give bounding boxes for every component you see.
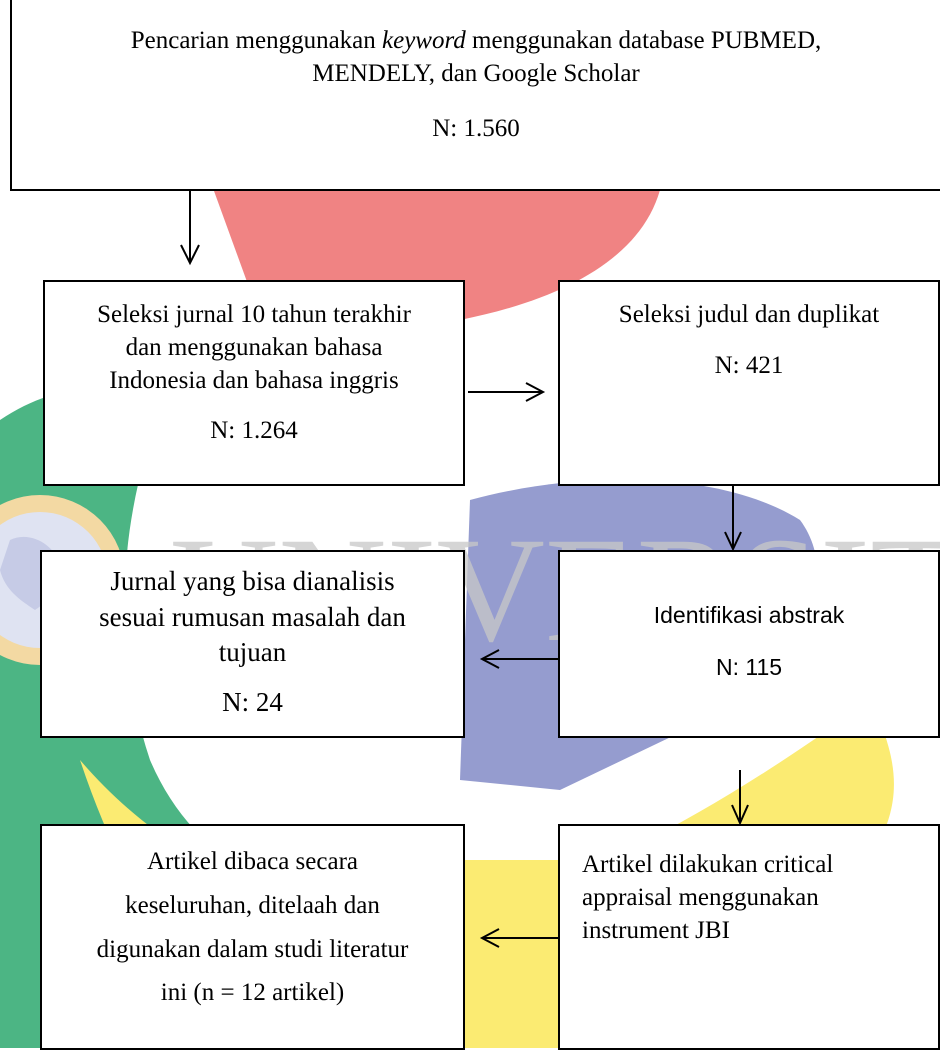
year-language-line-3: Indonesia dan bahasa inggris: [109, 367, 399, 394]
year-language-box: Seleksi jurnal 10 tahun terakhir dan men…: [43, 280, 465, 486]
final-line-4: ini (n = 12 artikel): [160, 979, 345, 1007]
analyzable-count: N: 24: [222, 686, 283, 717]
final-line-2: keseluruhan, ditelaah dan: [125, 891, 380, 919]
final-line-1: Artikel dibaca secara: [147, 848, 358, 875]
appraisal-line-3: instrument JBI: [582, 917, 730, 944]
analyzable-box: Jurnal yang bisa dianalisis sesuai rumus…: [40, 550, 465, 738]
watermark-yellow-pillar: [460, 860, 580, 1048]
search-count: N: 1.560: [432, 115, 520, 142]
appraisal-line-2: appraisal menggunakan: [582, 884, 819, 911]
final-line-3: digunakan dalam studi literatur: [96, 935, 409, 963]
title-duplicate-label: Seleksi judul dan duplikat: [618, 301, 880, 328]
appraisal-line-1: Artikel dilakukan critical: [582, 851, 834, 878]
appraisal-box: Artikel dilakukan critical appraisal men…: [558, 824, 940, 1050]
year-language-line-1: Seleksi jurnal 10 tahun terakhir: [97, 301, 411, 328]
abstract-label: Identifikasi abstrak: [653, 602, 845, 628]
analyzable-line-1: Jurnal yang bisa dianalisis: [110, 566, 395, 596]
analyzable-line-2: sesuai rumusan masalah dan: [99, 601, 406, 632]
search-text-line2: MENDELY, dan Google Scholar: [312, 60, 640, 87]
abstract-count: N: 115: [715, 654, 783, 681]
year-language-count: N: 1.264: [210, 417, 298, 444]
analyzable-line-3: tujuan: [218, 637, 287, 668]
abstract-box: Identifikasi abstrak N: 115: [558, 550, 940, 738]
title-duplicate-count: N: 421: [714, 352, 784, 379]
title-duplicate-box: Seleksi judul dan duplikat N: 421: [558, 280, 940, 486]
keyword-emphasis: keyword: [382, 27, 466, 54]
search-text: Pencarian menggunakan keyword menggunaka…: [130, 27, 822, 54]
search-box: Pencarian menggunakan keyword menggunaka…: [10, 0, 940, 191]
final-box: Artikel dibaca secara keseluruhan, ditel…: [40, 824, 465, 1050]
year-language-line-2: dan menggunakan bahasa: [125, 334, 383, 361]
